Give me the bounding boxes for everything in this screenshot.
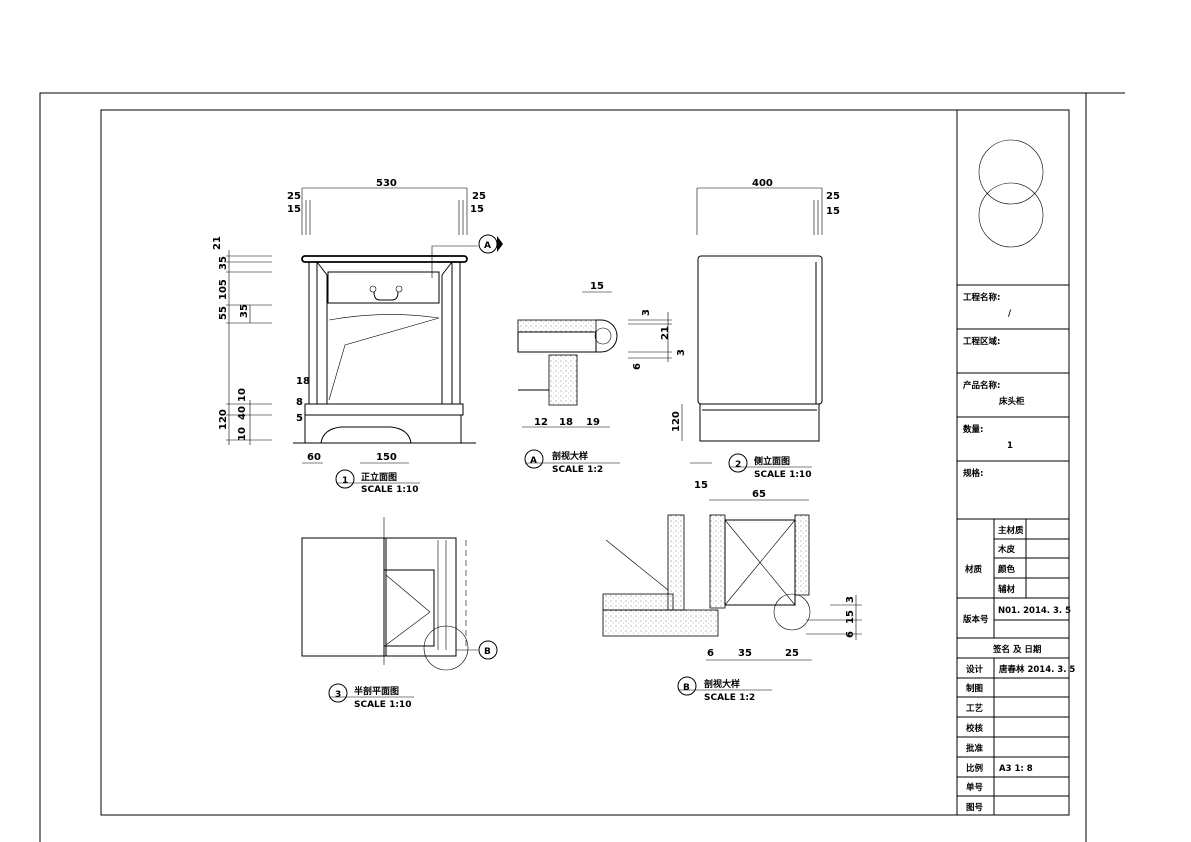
section-a-dims-0: 15 bbox=[590, 281, 604, 292]
front-view-marker: 1 bbox=[342, 476, 348, 486]
front-view-dims-small-2: 5 bbox=[296, 413, 303, 424]
title-block: 工程名称: / 工程区域: 产品名称: 床头柜 数量: 1 规格: 材质 主材质… bbox=[957, 139, 1075, 815]
title-block-materials-1: 木皮 bbox=[997, 544, 1016, 555]
title-block-rows-4-label: 批准 bbox=[966, 743, 984, 754]
title-block-quantity-value: 1 bbox=[1007, 441, 1013, 451]
section-a-title: 剖视大样 bbox=[552, 450, 588, 462]
title-block-product-name-label: 产品名称: bbox=[963, 380, 1000, 391]
front-view-dims-small-1: 8 bbox=[296, 397, 303, 408]
front-view-title: 正立面图 bbox=[361, 471, 397, 483]
front-view-scale: SCALE 1:10 bbox=[361, 485, 418, 495]
title-block-materials-2: 颜色 bbox=[998, 564, 1016, 575]
front-view-dims-small-0: 18 bbox=[296, 376, 310, 387]
half-section-plan-view: B 3 半剖平面图 SCALE 1:10 bbox=[301, 517, 498, 710]
title-block-rows-0-label: 设计 bbox=[966, 664, 984, 675]
section-a-dims-7: 19 bbox=[586, 417, 600, 428]
section-b-dims-2: 15 bbox=[845, 610, 856, 624]
title-block-project-name-label: 工程名称: bbox=[963, 292, 1000, 303]
title-block-product-name-value: 床头柜 bbox=[999, 396, 1025, 407]
logo-circle-top bbox=[978, 139, 1044, 205]
section-b-dims-4: 6 bbox=[707, 648, 714, 659]
plan-view-marker: 3 bbox=[335, 690, 341, 700]
section-detail-a: 15 3 21 3 6 12 18 19 A 剖视大样 SCALE 1:2 bbox=[517, 281, 687, 475]
front-view-dims-top-0: 530 bbox=[376, 178, 397, 189]
section-b-dims-3: 6 bbox=[845, 631, 856, 638]
section-a-dims-4: 6 bbox=[632, 363, 643, 370]
title-block-rows-5-value: A3 1: 8 bbox=[999, 764, 1033, 774]
title-block-materials-0: 主材质 bbox=[998, 525, 1024, 536]
title-block-version-label: 版本号 bbox=[962, 614, 989, 625]
section-a-dims-1: 3 bbox=[641, 309, 652, 316]
plan-view-scale: SCALE 1:10 bbox=[354, 700, 411, 710]
title-block-rows-5-label: 比例 bbox=[966, 763, 984, 774]
front-view-dims-left-3: 55 bbox=[218, 306, 229, 320]
side-view-title: 侧立面图 bbox=[754, 455, 790, 467]
section-b-title: 剖视大样 bbox=[704, 678, 740, 690]
section-b-dims-5: 35 bbox=[738, 648, 752, 659]
front-view-dims-left-2: 105 bbox=[218, 279, 229, 300]
side-elevation-view: 400 25 15 120 15 2 侧立面图 SCALE 1:10 bbox=[671, 178, 840, 491]
title-block-rows-3-label: 校核 bbox=[966, 723, 984, 734]
front-view-dims-left-5: 10 bbox=[237, 388, 248, 402]
front-elevation-view: 530 25 15 25 15 21 35 105 55 35 10 40 12… bbox=[212, 178, 503, 495]
side-view-scale: SCALE 1:10 bbox=[754, 470, 811, 480]
title-block-project-name-value: / bbox=[1008, 309, 1012, 319]
front-view-dims-left-6: 40 bbox=[237, 406, 248, 420]
front-view-callout: A bbox=[484, 241, 491, 251]
plan-view-title: 半剖平面图 bbox=[354, 685, 399, 697]
front-view-dims-top-4: 15 bbox=[470, 204, 484, 215]
front-view-dims-left-4: 35 bbox=[239, 304, 250, 318]
section-b-marker: B bbox=[683, 683, 690, 693]
plan-view-callout: B bbox=[484, 647, 491, 657]
side-view-dims-0: 400 bbox=[752, 178, 773, 189]
logo-circle-bottom bbox=[978, 182, 1044, 248]
title-block-rows-6-label: 单号 bbox=[966, 782, 984, 793]
side-view-dims-3: 120 bbox=[671, 411, 682, 432]
section-a-dims-3: 3 bbox=[676, 349, 687, 356]
front-view-dims-bottom-1: 150 bbox=[376, 452, 397, 463]
front-view-dims-left-8: 10 bbox=[237, 427, 248, 441]
section-a-marker: A bbox=[530, 456, 537, 466]
title-block-rows-1-label: 制图 bbox=[966, 683, 983, 694]
title-block-rows-2-label: 工艺 bbox=[966, 703, 984, 714]
side-view-marker: 2 bbox=[735, 460, 741, 470]
title-block-rows-0-value: 唐春林 2014. 3. 5 bbox=[999, 664, 1075, 675]
section-b-dims-0: 65 bbox=[752, 489, 766, 500]
section-detail-b: 65 3 15 6 6 35 25 B 剖视大样 SCALE 1:2 bbox=[602, 489, 862, 703]
side-view-dims-2: 15 bbox=[826, 206, 840, 217]
title-block-version-value: N01. 2014. 3. 5 bbox=[998, 606, 1071, 616]
section-a-dims-5: 12 bbox=[534, 417, 548, 428]
front-view-dims-top-1: 25 bbox=[287, 191, 301, 202]
title-block-material-label: 材质 bbox=[964, 564, 983, 575]
title-block-quantity-label: 数量: bbox=[963, 424, 983, 435]
side-view-dims-4: 15 bbox=[694, 480, 708, 491]
front-view-dims-bottom-0: 60 bbox=[307, 452, 321, 463]
title-block-project-area-label: 工程区域: bbox=[963, 336, 1000, 347]
front-view-dims-top-2: 15 bbox=[287, 204, 301, 215]
section-b-dims-1: 3 bbox=[845, 596, 856, 603]
section-a-scale: SCALE 1:2 bbox=[552, 465, 603, 475]
section-b-scale: SCALE 1:2 bbox=[704, 693, 755, 703]
title-block-sign-header: 签名 及 日期 bbox=[992, 644, 1042, 655]
front-view-dims-left-0: 21 bbox=[212, 236, 223, 250]
title-block-spec-label: 规格: bbox=[963, 468, 983, 479]
front-view-dims-left-7: 120 bbox=[218, 409, 229, 430]
title-block-materials-3: 辅材 bbox=[998, 584, 1016, 595]
side-view-dims-1: 25 bbox=[826, 191, 840, 202]
section-a-dims-2: 21 bbox=[660, 326, 671, 340]
front-view-dims-left-1: 35 bbox=[218, 256, 229, 270]
section-a-dims-6: 18 bbox=[559, 417, 573, 428]
front-view-dims-top-3: 25 bbox=[472, 191, 486, 202]
section-b-dims-6: 25 bbox=[785, 648, 799, 659]
title-block-rows-7-label: 图号 bbox=[966, 803, 984, 813]
